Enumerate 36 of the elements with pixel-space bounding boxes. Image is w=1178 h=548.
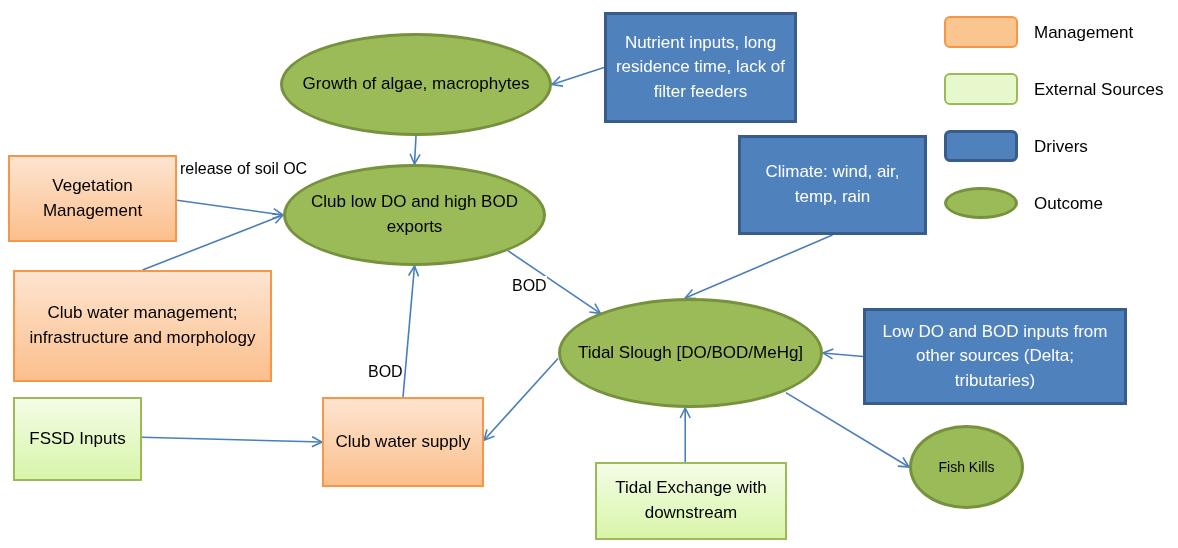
arrow [176,199,284,220]
arrow [507,249,602,315]
node-text: Fish Kills [938,457,995,477]
node-text: Nutrient inputs, long residence time, lack of filter feeders [615,31,786,103]
arrow [551,66,605,87]
arrow [822,348,864,360]
node-text: Club water management; infrastructure and morphology [28,302,257,349]
node-text: Climate: wind, air, temp, rain [764,161,901,208]
driver-box [604,12,797,123]
arrow [409,135,421,165]
management-box [13,270,272,382]
legend-label: Outcome [1034,193,1103,215]
driver-box [738,135,927,235]
external-source-box [13,397,142,481]
arrow [785,391,910,468]
arrow [141,213,284,271]
node-text: FSSD Inputs [29,427,126,450]
driver-box [863,308,1127,405]
node-text: Tidal Exchange with downstream [614,477,768,524]
external-source-box [595,462,787,540]
node-text: Growth of algae, macrophytes [302,73,530,96]
arrow [402,265,420,398]
legend-label: Drivers [1034,136,1088,158]
management-box [8,155,177,242]
arrow [684,234,834,300]
node-text: Club water supply [335,430,471,453]
node-text: Club low DO and high BOD exports [310,191,519,238]
management-box [322,397,484,487]
node-text: Low DO and BOD inputs from other sources (Delta; tributaries) [881,320,1109,392]
legend-label: Management [1034,22,1134,44]
arrow [483,357,559,441]
arrow [679,407,691,463]
node-text: Tidal Slough [DO/BOD/MeHg] [577,341,804,364]
arrow [141,435,323,448]
legend-label: External Sources [1034,79,1164,101]
node-text: Vegetation Management [41,174,144,222]
